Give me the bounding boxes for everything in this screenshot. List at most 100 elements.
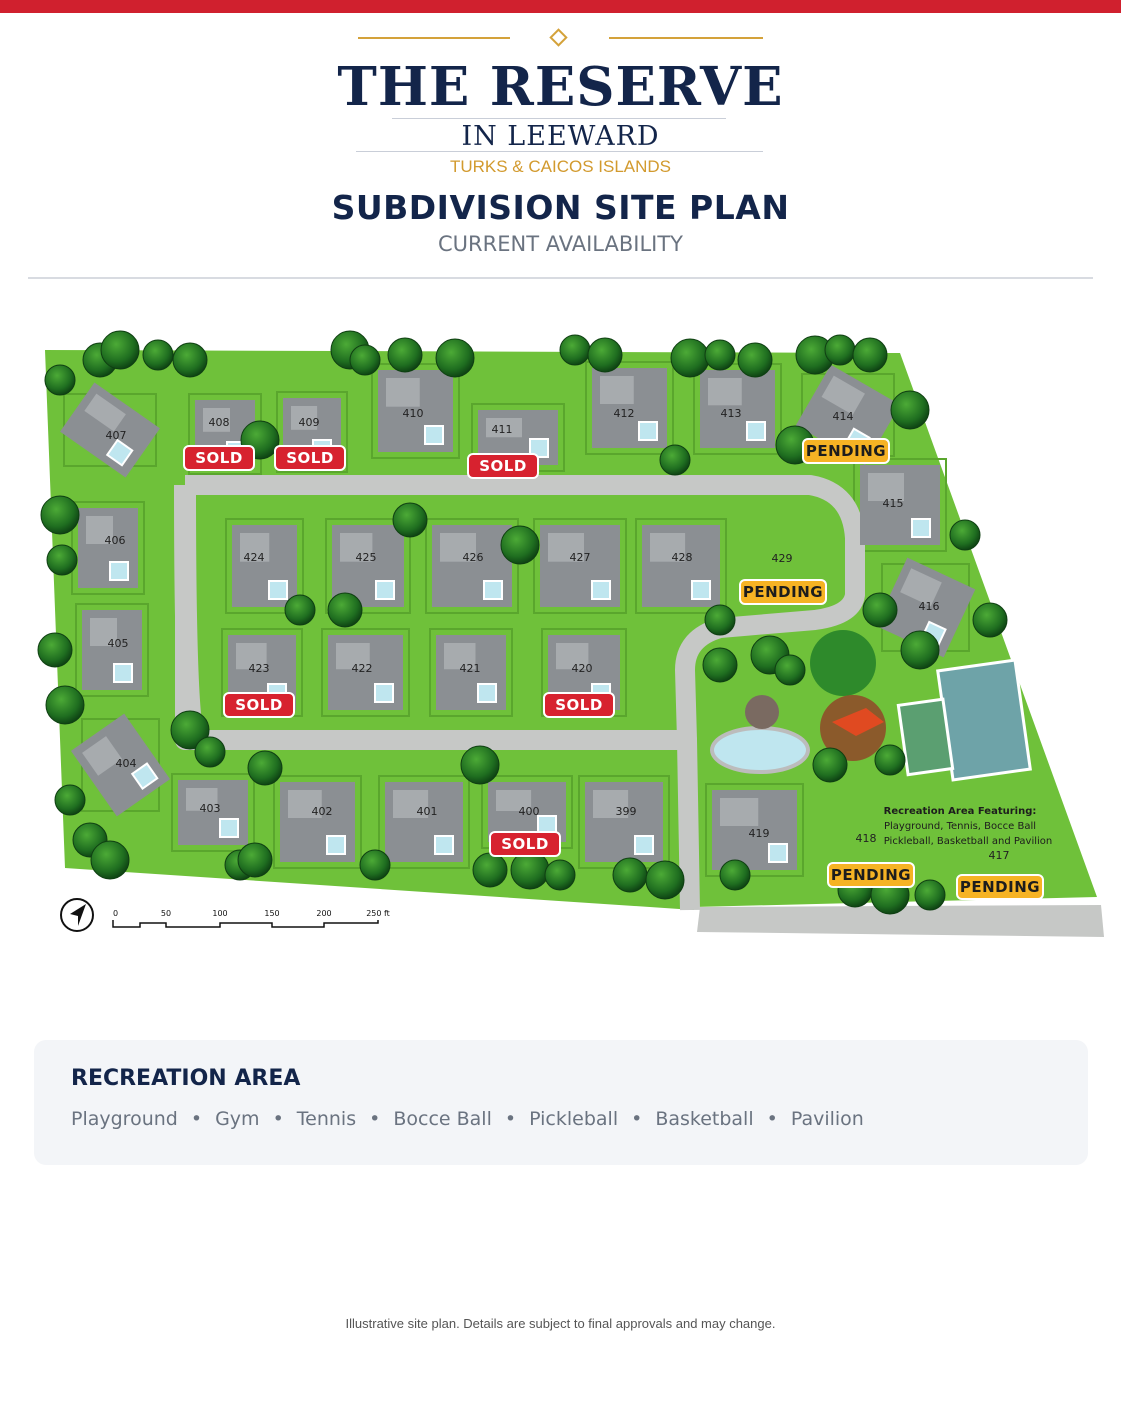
brand-subtitle: IN LEEWARD xyxy=(461,121,660,152)
badge-label: SOLD xyxy=(235,696,283,714)
badge-background xyxy=(183,445,255,471)
tree-icon xyxy=(46,544,78,576)
house-roof-detail xyxy=(203,408,230,432)
house-roof-detail xyxy=(868,473,904,501)
lot-number-410: 410 xyxy=(403,407,424,420)
pool xyxy=(634,835,654,855)
house-roof-detail xyxy=(548,533,584,562)
tree-icon xyxy=(702,647,738,683)
badge-label: SOLD xyxy=(501,835,549,853)
lot-number-407: 407 xyxy=(106,429,127,442)
tree-icon xyxy=(914,879,946,911)
house-footprint xyxy=(712,790,797,870)
lot-number-425: 425 xyxy=(356,551,377,564)
tree-icon xyxy=(874,744,906,776)
tree-icon xyxy=(612,857,648,893)
tree-icon xyxy=(44,364,76,396)
house-roof xyxy=(60,382,160,478)
house-roof-detail xyxy=(708,378,742,406)
pending-badge-414: PENDING xyxy=(802,438,890,464)
amenity-separator: • xyxy=(272,1108,284,1130)
tree-icon xyxy=(435,338,475,378)
tree-icon xyxy=(737,342,773,378)
lot-number-403: 403 xyxy=(200,802,221,815)
lot-number-411: 411 xyxy=(492,423,513,436)
scale-label: 150 xyxy=(264,909,279,918)
pool xyxy=(105,438,134,467)
lot-number-409: 409 xyxy=(299,416,320,429)
house-roof-detail xyxy=(650,533,686,562)
scale-label: 50 xyxy=(161,909,171,918)
tree-icon xyxy=(359,849,391,881)
tree-icon xyxy=(170,710,210,750)
recreation-area-graphic xyxy=(710,630,1032,782)
sold-badge-423: SOLD xyxy=(223,692,295,718)
pool xyxy=(477,683,497,703)
amenity-separator: • xyxy=(369,1108,381,1130)
lot-number-408: 408 xyxy=(209,416,230,429)
lot-number-429: 429 xyxy=(772,552,793,565)
lot-number-423: 423 xyxy=(249,662,270,675)
tree-icon xyxy=(100,330,140,370)
tree-icon xyxy=(45,685,85,725)
house-footprint xyxy=(232,525,297,607)
pool xyxy=(691,580,711,600)
header-divider xyxy=(28,277,1093,279)
house-roof-detail xyxy=(240,533,270,562)
lot-number-420: 420 xyxy=(572,662,593,675)
tree-icon xyxy=(284,594,316,626)
tree-icon xyxy=(559,334,591,366)
house-footprint xyxy=(642,525,720,607)
badge-label: SOLD xyxy=(479,457,527,475)
sold-badge-409: SOLD xyxy=(274,445,346,471)
house-roof-detail xyxy=(821,375,865,415)
house-roof-detail xyxy=(291,406,318,430)
sold-badge-420: SOLD xyxy=(543,692,615,718)
top-accent-bar xyxy=(0,0,1121,13)
amenity-item: Bocce Ball xyxy=(393,1108,492,1130)
lot-number-422: 422 xyxy=(352,662,373,675)
scale-bar-line xyxy=(112,920,379,928)
sold-badge-400: SOLD xyxy=(489,831,561,857)
tree-icon xyxy=(587,337,623,373)
amenity-item: Pickleball xyxy=(529,1108,619,1130)
house-roof xyxy=(70,713,171,817)
lot-number-426: 426 xyxy=(463,551,484,564)
tree-icon xyxy=(544,859,576,891)
disclaimer-footnote: Illustrative site plan. Details are subj… xyxy=(345,1316,776,1331)
lot-number-419: 419 xyxy=(749,827,770,840)
brand-rule-top xyxy=(392,118,726,119)
tree-icon xyxy=(645,860,685,900)
lot-number-418: 418 xyxy=(856,832,877,845)
pool xyxy=(113,663,133,683)
amenity-item: Pavilion xyxy=(790,1108,864,1130)
pool xyxy=(130,762,159,791)
house-footprint xyxy=(436,635,506,710)
tree-icon xyxy=(327,592,363,628)
lot-boundary xyxy=(325,518,411,614)
pool xyxy=(638,421,658,441)
amenity-separator: • xyxy=(631,1108,643,1130)
house-roof-detail xyxy=(486,418,522,438)
scale-label: 200 xyxy=(316,909,331,918)
tree-icon xyxy=(659,444,691,476)
house-roof-detail xyxy=(440,533,476,562)
house-footprint xyxy=(328,635,403,710)
house-roof-detail xyxy=(82,736,123,776)
pending-badge-429: PENDING xyxy=(739,579,827,605)
scale-label: 0 xyxy=(113,909,118,918)
north-arrow-icon xyxy=(60,898,94,932)
pool xyxy=(591,580,611,600)
plan-title: SUBDIVISION SITE PLAN xyxy=(331,188,790,227)
lot-number-427: 427 xyxy=(570,551,591,564)
lot-boundary xyxy=(71,501,145,595)
amenity-separator: • xyxy=(766,1108,778,1130)
house-roof-detail xyxy=(393,790,429,818)
house-footprint xyxy=(78,508,138,588)
tree-icon xyxy=(472,852,508,888)
sold-badge-411: SOLD xyxy=(467,453,539,479)
lot-boundary xyxy=(429,628,513,717)
amenity-separator: • xyxy=(190,1108,203,1130)
pool xyxy=(375,580,395,600)
